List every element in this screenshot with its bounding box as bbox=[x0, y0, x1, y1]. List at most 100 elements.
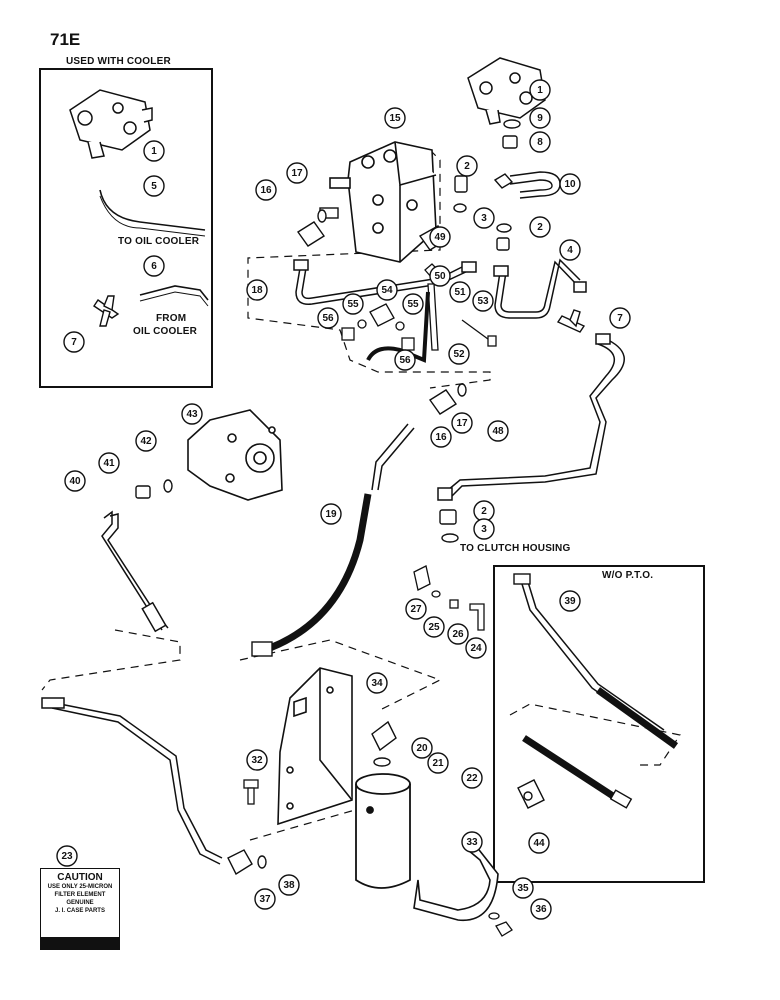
caution-line: J. I. CASE PARTS bbox=[55, 908, 105, 914]
callout-number: 1 bbox=[537, 85, 543, 96]
callout-circle bbox=[609, 307, 631, 329]
part-callout-48: 48 bbox=[487, 420, 509, 442]
part-callout-39: 39 bbox=[559, 590, 581, 612]
part-callout-25: 25 bbox=[423, 616, 445, 638]
callout-number: 42 bbox=[140, 436, 152, 447]
callout-circle bbox=[529, 131, 551, 153]
callout-circle bbox=[461, 767, 483, 789]
oil-cooler-lines bbox=[99, 189, 209, 307]
part-callout-19: 19 bbox=[320, 503, 342, 525]
part-callout-20: 20 bbox=[411, 737, 433, 759]
callout-circle bbox=[559, 173, 581, 195]
part-callout-54: 54 bbox=[376, 279, 398, 301]
part-callout-38: 38 bbox=[278, 874, 300, 896]
callout-number: 20 bbox=[416, 743, 428, 754]
callout-number: 49 bbox=[434, 232, 446, 243]
to-clutch-housing-label: TO CLUTCH HOUSING bbox=[460, 543, 571, 554]
callout-circle bbox=[487, 420, 509, 442]
part-callout-56: 56 bbox=[317, 307, 339, 329]
part-callout-33: 33 bbox=[461, 831, 483, 853]
callout-number: 18 bbox=[251, 285, 263, 296]
callout-number: 24 bbox=[470, 643, 482, 654]
caution-decal-footer bbox=[41, 937, 119, 949]
part-callout-32: 32 bbox=[246, 749, 268, 771]
callout-number: 48 bbox=[492, 426, 504, 437]
callout-number: 16 bbox=[435, 432, 447, 443]
callout-number: 44 bbox=[533, 838, 545, 849]
fittings-lower bbox=[227, 849, 267, 876]
part-callout-15: 15 bbox=[384, 107, 406, 129]
callout-number: 2 bbox=[537, 222, 543, 233]
callout-circle bbox=[456, 155, 478, 177]
callout-circle bbox=[448, 343, 470, 365]
callout-circle bbox=[473, 518, 495, 540]
part-callout-7: 7 bbox=[609, 307, 631, 329]
callout-number: 34 bbox=[371, 678, 383, 689]
callout-number: 51 bbox=[454, 287, 466, 298]
tee-fitting-right bbox=[556, 309, 586, 333]
callout-number: 55 bbox=[407, 299, 419, 310]
callout-circle bbox=[559, 590, 581, 612]
callout-number: 9 bbox=[537, 113, 543, 124]
used-with-cooler-label: USED WITH COOLER bbox=[66, 56, 171, 67]
hydraulic-line-4 bbox=[493, 258, 587, 319]
part-callout-36: 36 bbox=[530, 898, 552, 920]
callout-circle bbox=[411, 737, 433, 759]
hydraulic-line-52 bbox=[366, 291, 430, 363]
part-callout-53: 53 bbox=[472, 290, 494, 312]
caution-line: FILTER ELEMENT bbox=[54, 892, 106, 898]
callout-circle bbox=[429, 265, 451, 287]
callout-number: 21 bbox=[432, 758, 444, 769]
part-callout-3: 3 bbox=[473, 518, 495, 540]
part-callout-42: 42 bbox=[135, 430, 157, 452]
callout-circle bbox=[447, 623, 469, 645]
part-callout-4: 4 bbox=[559, 239, 581, 261]
tee-fitting-inset bbox=[93, 295, 120, 327]
caution-line: USE ONLY 25-MICRON bbox=[47, 884, 113, 890]
to-oil-cooler-label: TO OIL COOLER bbox=[118, 236, 200, 247]
callout-number: 6 bbox=[151, 261, 157, 272]
control-valve-inset bbox=[69, 89, 153, 159]
callout-number: 7 bbox=[71, 337, 77, 348]
callout-circle bbox=[98, 452, 120, 474]
callout-number: 56 bbox=[322, 313, 334, 324]
part-callout-6: 6 bbox=[143, 255, 165, 277]
callout-number: 32 bbox=[251, 755, 263, 766]
callout-number: 33 bbox=[466, 837, 478, 848]
callout-circle bbox=[529, 216, 551, 238]
bolt-32 bbox=[243, 779, 259, 805]
part-callout-17: 17 bbox=[451, 412, 473, 434]
callout-number: 10 bbox=[564, 179, 576, 190]
callout-number: 16 bbox=[260, 185, 272, 196]
callout-circle bbox=[449, 281, 471, 303]
part-callout-3: 3 bbox=[473, 207, 495, 229]
oil-cooler-label: OIL COOLER bbox=[133, 326, 198, 337]
part-callout-49: 49 bbox=[429, 226, 451, 248]
part-callout-16: 16 bbox=[255, 179, 277, 201]
caution-title: CAUTION bbox=[57, 872, 103, 883]
callout-circle bbox=[473, 207, 495, 229]
part-callout-55: 55 bbox=[342, 293, 364, 315]
callout-circle bbox=[528, 832, 550, 854]
inset-box-used-with-cooler bbox=[39, 68, 213, 388]
callout-circle bbox=[402, 293, 424, 315]
callout-circle bbox=[143, 175, 165, 197]
callout-circle bbox=[394, 349, 416, 371]
callout-circle bbox=[278, 874, 300, 896]
callout-circle bbox=[56, 845, 78, 867]
callout-number: 7 bbox=[617, 313, 623, 324]
filter-bracket-34 bbox=[277, 667, 353, 826]
callout-number: 2 bbox=[481, 506, 487, 517]
callout-number: 53 bbox=[477, 296, 489, 307]
part-callout-56: 56 bbox=[394, 349, 416, 371]
part-callout-22: 22 bbox=[461, 767, 483, 789]
clip-44 bbox=[517, 779, 545, 809]
suction-tube-lower bbox=[41, 697, 223, 865]
part-callout-50: 50 bbox=[429, 265, 451, 287]
callout-number: 38 bbox=[283, 880, 295, 891]
part-callout-37: 37 bbox=[254, 888, 276, 910]
part-callout-40: 40 bbox=[64, 470, 86, 492]
part-callout-35: 35 bbox=[512, 877, 534, 899]
callout-number: 50 bbox=[434, 271, 446, 282]
